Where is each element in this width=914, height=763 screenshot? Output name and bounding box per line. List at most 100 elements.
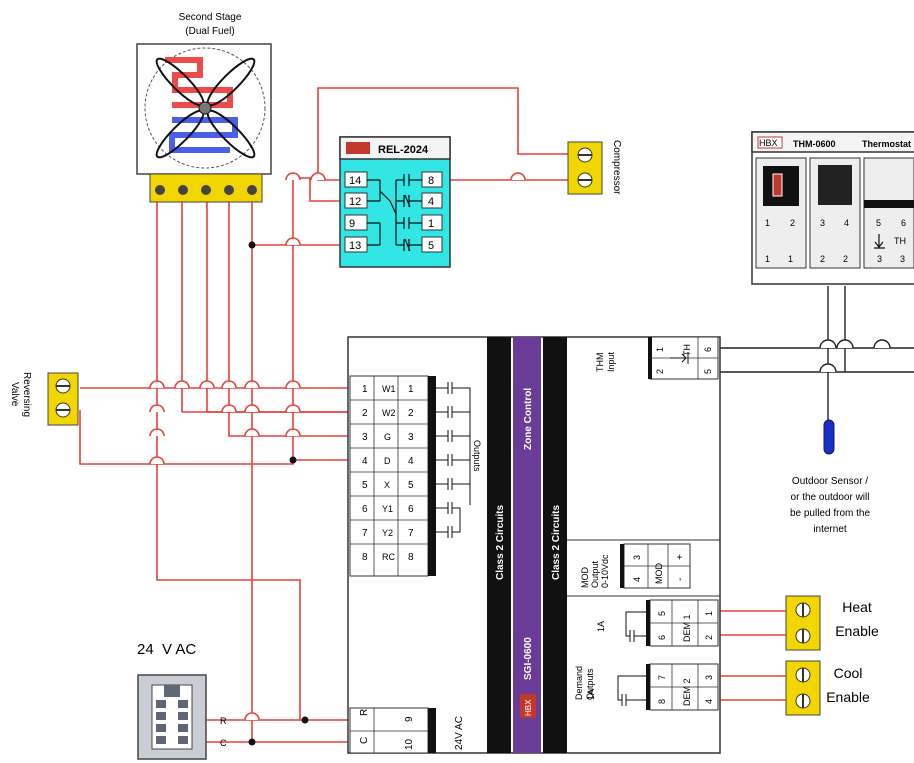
class2-label-a: Class 2 Circuits — [495, 505, 506, 580]
tstat-top-6: 6 — [901, 218, 906, 228]
wire-ss-5 — [251, 202, 350, 743]
thm-pin-5: 5 — [703, 369, 713, 374]
svg-text:W2: W2 — [382, 408, 396, 418]
output-contacts-icon — [436, 382, 471, 538]
relay-terminal-9: 9 — [349, 218, 355, 230]
svg-text:2: 2 — [362, 408, 368, 419]
tstat-th-arrow-icon — [874, 234, 885, 249]
demand-line-1: Demand — [574, 666, 584, 700]
controller-model: SGI-0600 — [523, 637, 534, 680]
outdoor-sensor: Outdoor Sensor / or the outdoor will be … — [790, 419, 870, 535]
relay-terminal-14: 14 — [349, 175, 361, 187]
power-num-9: 9 — [404, 716, 415, 722]
svg-text:7: 7 — [408, 528, 414, 539]
class2-band-b — [543, 337, 567, 753]
relay-terminal-4: 4 — [428, 196, 434, 208]
compressor-label: Compressor — [611, 140, 622, 195]
reversing-valve-terminal: Reversing Valve — [9, 372, 79, 426]
wire-relay-12 — [292, 177, 343, 460]
hop-1 — [149, 380, 165, 389]
svg-text:D: D — [384, 456, 391, 466]
svg-text:4: 4 — [362, 456, 368, 467]
transformer-windings-icon — [156, 700, 188, 744]
power-label-r: R — [359, 709, 370, 716]
hop-3 — [199, 380, 215, 389]
svg-text:W1: W1 — [382, 384, 396, 394]
crossovers — [149, 172, 526, 721]
transformer-title: 24 V AC — [137, 641, 196, 658]
fan-hub — [198, 101, 212, 115]
sensor-line-2: or the outdoor will — [791, 492, 870, 503]
svg-text:3: 3 — [408, 432, 414, 443]
mod-label: MOD — [654, 563, 664, 584]
hop-11 — [149, 428, 165, 437]
dem1-label: DEM 1 — [682, 614, 692, 642]
relay-contacts-icon — [367, 174, 422, 252]
fan-housing — [144, 47, 266, 169]
hop-10 — [285, 404, 301, 413]
thm-pin-6: 6 — [703, 347, 713, 352]
power-terminal-block — [349, 707, 429, 754]
hop-17 — [310, 172, 326, 181]
transformer-c: C — [220, 738, 227, 748]
second-stage: Second Stage (Dual Fuel) — [136, 12, 272, 203]
hop-12 — [244, 428, 260, 437]
relay-module: REL-2024 14 12 9 13 8 4 1 5 — [339, 136, 451, 268]
tstat-top-3: 3 — [820, 218, 825, 228]
svg-text:6: 6 — [408, 504, 414, 515]
svg-text:6: 6 — [362, 504, 368, 515]
relay-model: REL-2024 — [378, 144, 429, 156]
tstat-bot-2: 1 — [788, 254, 793, 264]
zone-control-band — [513, 337, 541, 753]
tstat-top-5: 5 — [876, 218, 881, 228]
reversing-valve-label-2: Valve — [9, 382, 20, 407]
reversing-valve-label-1: Reversing — [21, 372, 32, 417]
terminal-num-col-2: 1 2 3 4 5 6 7 8 — [408, 384, 414, 563]
junction-dot — [289, 456, 297, 464]
dem2-label: DEM 2 — [682, 678, 692, 706]
svg-text:4: 4 — [408, 456, 414, 467]
wire-ss-4 — [228, 202, 350, 437]
cool-enable-line-2: Enable — [826, 689, 870, 705]
dem2-pin-8: 8 — [657, 699, 667, 704]
thermostat-brand-logo — [757, 136, 783, 149]
thermostat: HBX THM-0600 Thermostat 1 2 3 4 5 6 1 1 … — [751, 131, 914, 285]
dem1-pin-5: 5 — [657, 611, 667, 616]
mod-sign-minus: - — [675, 578, 686, 581]
hop-2 — [174, 380, 190, 389]
heat-enable-terminal: Heat Enable — [785, 595, 879, 651]
tstat-th-label: TH — [894, 236, 906, 246]
mod-line-1: MOD — [580, 567, 590, 588]
controller: 1 2 3 4 5 6 7 8 W1 W2 G D X Y1 Y2 RC 1 — [347, 336, 721, 754]
demand-1a-bottom: 1A — [586, 689, 596, 700]
thermostat-name: Thermostat — [862, 139, 911, 149]
ac-label: 24V AC — [454, 716, 465, 750]
crossovers-black — [819, 339, 891, 373]
class2-band-a — [487, 337, 511, 753]
relay-terminal-5: 5 — [428, 240, 434, 252]
svg-text:5: 5 — [408, 480, 414, 491]
thermostat-terminal-numbers: 1 2 3 4 5 6 1 1 2 2 3 3 TH — [765, 218, 906, 264]
controller-brand-logo — [520, 694, 536, 718]
terminal-label-col: W1 W2 G D X Y1 Y2 RC — [382, 384, 396, 562]
tstat-top-2: 2 — [790, 218, 795, 228]
dem2-out-3: 3 — [704, 675, 714, 680]
dem1-contact-icon — [625, 611, 646, 642]
hop-5 — [244, 380, 260, 389]
svg-text:Y2: Y2 — [382, 528, 393, 538]
dem2-contact-icon — [617, 675, 646, 706]
svg-text:7: 7 — [362, 528, 368, 539]
class2-label-b: Class 2 Circuits — [551, 505, 562, 580]
dem1-out-1: 1 — [704, 611, 714, 616]
tstat-bot-4: 2 — [843, 254, 848, 264]
relay-brand-logo — [346, 142, 370, 154]
hop-6 — [285, 380, 301, 389]
thm-th-label: TH — [682, 344, 692, 356]
relay-left-terminals: 14 12 9 13 — [344, 171, 368, 253]
hop-b1 — [819, 339, 837, 349]
cool-enable-line-1: Cool — [834, 665, 863, 681]
hop-16 — [285, 172, 301, 181]
relay-terminal-8: 8 — [428, 175, 434, 187]
hop-7 — [149, 404, 165, 413]
heating-coil-red — [165, 57, 233, 108]
